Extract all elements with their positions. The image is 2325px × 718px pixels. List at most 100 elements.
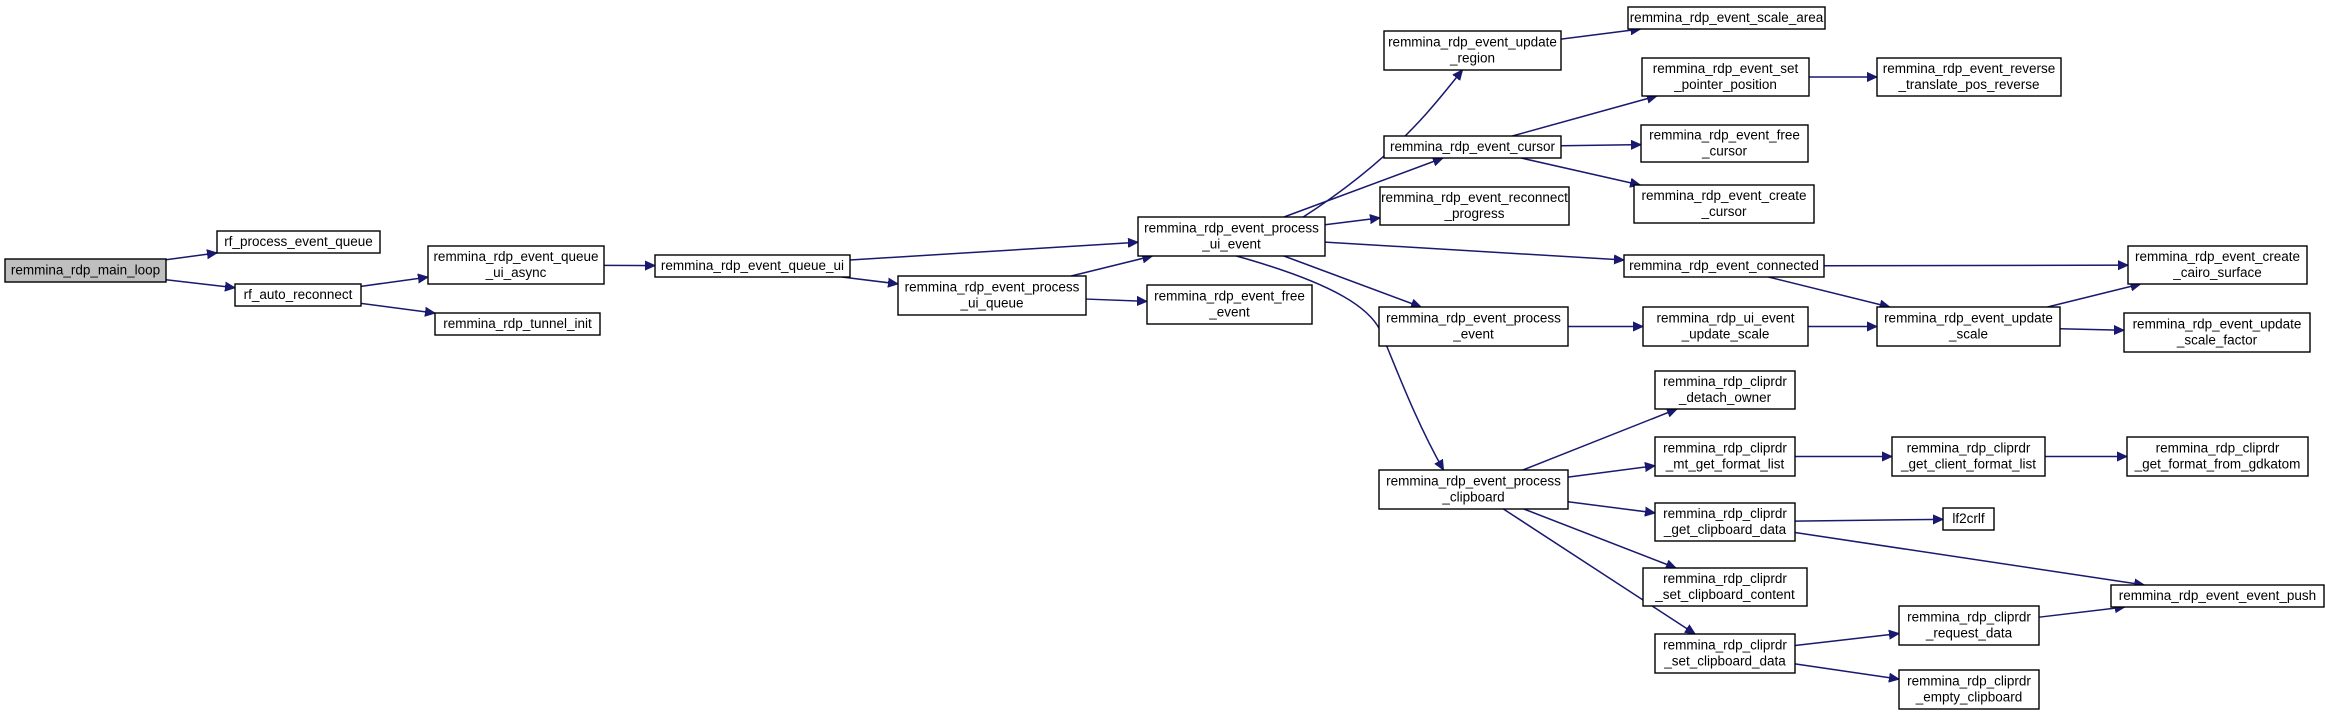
node-lf2crlf[interactable]: lf2crlf: [1942, 507, 1995, 531]
edge-get-clipboard-data-to-event-push: [1794, 531, 2144, 585]
node-label: _pointer_position: [1673, 77, 1777, 92]
node-box: [1642, 567, 1808, 607]
edge-process-ui-queue-to-free-event: [1085, 299, 1147, 301]
node-label: remmina_rdp_event_connected: [1629, 258, 1819, 273]
edge-event-cursor-to-free-cursor: [1560, 145, 1641, 146]
node-label: remmina_rdp_event_create: [2135, 249, 2300, 264]
node-label: remmina_rdp_tunnel_init: [443, 316, 592, 331]
node-label: remmina_rdp_main_loop: [11, 263, 160, 278]
node-box: [1891, 436, 2046, 477]
node-label: _ui_event: [1201, 237, 1261, 252]
node-box: [1654, 502, 1796, 542]
node-label: lf2crlf: [1952, 511, 1985, 526]
node-label: remmina_rdp_event_create: [1641, 188, 1806, 203]
edge-process-ui-event-to-event-connected: [1324, 241, 1624, 260]
node-label: _ui_async: [485, 265, 547, 280]
node-reconnect-progress[interactable]: remmina_rdp_event_reconnect_progress: [1379, 186, 1570, 226]
edge-process-clipboard-to-mt-get-format-list: [1567, 466, 1655, 478]
node-box: [897, 275, 1087, 316]
node-box: [434, 312, 601, 336]
node-update-scale-factor[interactable]: remmina_rdp_event_update_scale_factor: [2123, 312, 2311, 353]
node-label: remmina_rdp_event_set: [1653, 61, 1799, 76]
node-box: [216, 230, 381, 254]
edge-event-cursor-to-create-cursor: [1520, 157, 1640, 185]
edge-update-region-to-scale-area: [1560, 29, 1641, 40]
node-box: [1137, 216, 1326, 257]
node-label: _detach_owner: [1678, 390, 1772, 405]
edges-layer: [165, 29, 2144, 679]
node-label: remmina_rdp_event_cursor: [1390, 139, 1556, 154]
node-label: rf_auto_reconnect: [244, 287, 353, 302]
node-event-push[interactable]: remmina_rdp_event_event_push: [2110, 584, 2325, 608]
node-get-client-format-list[interactable]: remmina_rdp_cliprdr_get_client_format_li…: [1891, 436, 2046, 477]
node-free-event[interactable]: remmina_rdp_event_free_event: [1146, 284, 1313, 325]
node-set-clipboard-content[interactable]: remmina_rdp_cliprdr_set_clipboard_conten…: [1642, 567, 1808, 607]
node-empty-clipboard[interactable]: remmina_rdp_cliprdr_empty_clipboard: [1898, 669, 2040, 710]
node-process-event-queue[interactable]: rf_process_event_queue: [216, 230, 381, 254]
node-label: remmina_rdp_event_process: [905, 280, 1080, 295]
node-box: [654, 254, 851, 278]
node-event-connected[interactable]: remmina_rdp_event_connected: [1623, 254, 1825, 278]
node-process-ui-queue[interactable]: remmina_rdp_event_process_ui_queue: [897, 275, 1087, 316]
node-update-region[interactable]: remmina_rdp_event_update_region: [1383, 30, 1562, 71]
node-box: [234, 283, 362, 307]
node-box: [4, 258, 167, 283]
node-label: _clipboard: [1441, 490, 1504, 505]
edge-event-connected-to-event-update-scale: [1768, 276, 1889, 307]
node-main-loop[interactable]: remmina_rdp_main_loop: [4, 258, 167, 283]
node-label: _event: [1452, 327, 1494, 342]
node-detach-owner[interactable]: remmina_rdp_cliprdr_detach_owner: [1654, 370, 1796, 410]
node-event-update-scale[interactable]: remmina_rdp_event_update_scale: [1876, 306, 2061, 347]
node-process-ui-event[interactable]: remmina_rdp_event_process_ui_event: [1137, 216, 1326, 257]
node-box: [1654, 370, 1796, 410]
node-auto-reconnect[interactable]: rf_auto_reconnect: [234, 283, 362, 307]
node-ui-event-update-scale[interactable]: remmina_rdp_ui_event_update_scale: [1642, 306, 1809, 347]
node-label: _set_clipboard_data: [1663, 654, 1786, 669]
node-label: remmina_rdp_cliprdr: [1907, 674, 2031, 689]
node-label: _cursor: [1700, 204, 1747, 219]
node-queue-ui[interactable]: remmina_rdp_event_queue_ui: [654, 254, 851, 278]
node-label: remmina_rdp_event_scale_area: [1630, 10, 1824, 25]
edge-process-ui-event-to-process-event: [1283, 255, 1421, 307]
node-box: [1876, 57, 2062, 97]
node-get-clipboard-data[interactable]: remmina_rdp_cliprdr_get_clipboard_data: [1654, 502, 1796, 542]
node-process-event[interactable]: remmina_rdp_event_process_event: [1378, 306, 1569, 347]
node-free-cursor[interactable]: remmina_rdp_event_free_cursor: [1640, 124, 1809, 163]
node-get-format-from-gdkatom[interactable]: remmina_rdp_cliprdr_get_format_from_gdka…: [2126, 436, 2309, 477]
node-box: [427, 245, 605, 285]
node-label: _scale_factor: [2176, 333, 2258, 348]
node-box: [1641, 57, 1810, 97]
node-create-cursor[interactable]: remmina_rdp_event_create_cursor: [1633, 184, 1815, 224]
node-tunnel-init[interactable]: remmina_rdp_tunnel_init: [434, 312, 601, 336]
edge-event-update-scale-to-create-cairo-surface: [2047, 284, 2140, 308]
node-create-cairo-surface[interactable]: remmina_rdp_event_create_cairo_surface: [2127, 245, 2308, 285]
node-label: _mt_get_format_list: [1665, 457, 1785, 472]
node-box: [1898, 605, 2040, 646]
node-label: remmina_rdp_event_queue_ui: [661, 258, 844, 273]
edge-process-clipboard-to-set-clipboard-data: [1502, 508, 1695, 634]
node-set-pointer-position[interactable]: remmina_rdp_event_set_pointer_position: [1641, 57, 1810, 97]
edge-process-ui-event-to-reconnect-progress: [1324, 218, 1380, 226]
node-box: [1383, 30, 1562, 71]
node-label: remmina_rdp_event_queue: [433, 249, 598, 264]
node-queue-ui-async[interactable]: remmina_rdp_event_queue_ui_async: [427, 245, 605, 285]
node-label: remmina_rdp_event_free: [1649, 128, 1800, 143]
edge-process-clipboard-to-set-clipboard-content: [1523, 508, 1676, 568]
node-box: [1379, 186, 1570, 226]
node-scale-area[interactable]: remmina_rdp_event_scale_area: [1627, 6, 1826, 30]
node-request-data[interactable]: remmina_rdp_cliprdr_request_data: [1898, 605, 2040, 646]
node-label: remmina_rdp_cliprdr: [2156, 441, 2280, 456]
node-mt-get-format-list[interactable]: remmina_rdp_cliprdr_mt_get_format_list: [1654, 436, 1796, 477]
node-box: [1627, 6, 1826, 30]
node-event-cursor[interactable]: remmina_rdp_event_cursor: [1383, 135, 1562, 159]
node-label: _update_scale: [1681, 327, 1770, 342]
node-process-clipboard[interactable]: remmina_rdp_event_process_clipboard: [1378, 469, 1569, 510]
node-box: [1898, 669, 2040, 710]
node-set-clipboard-data[interactable]: remmina_rdp_cliprdr_set_clipboard_data: [1654, 633, 1796, 674]
node-box: [1876, 306, 2061, 347]
edge-queue-ui-to-process-ui-queue: [841, 276, 898, 284]
node-reverse-translate[interactable]: remmina_rdp_event_reverse_translate_pos_…: [1876, 57, 2062, 97]
node-box: [2127, 245, 2308, 285]
node-label: remmina_rdp_cliprdr: [1663, 374, 1787, 389]
node-label: _scale: [1948, 327, 1988, 342]
